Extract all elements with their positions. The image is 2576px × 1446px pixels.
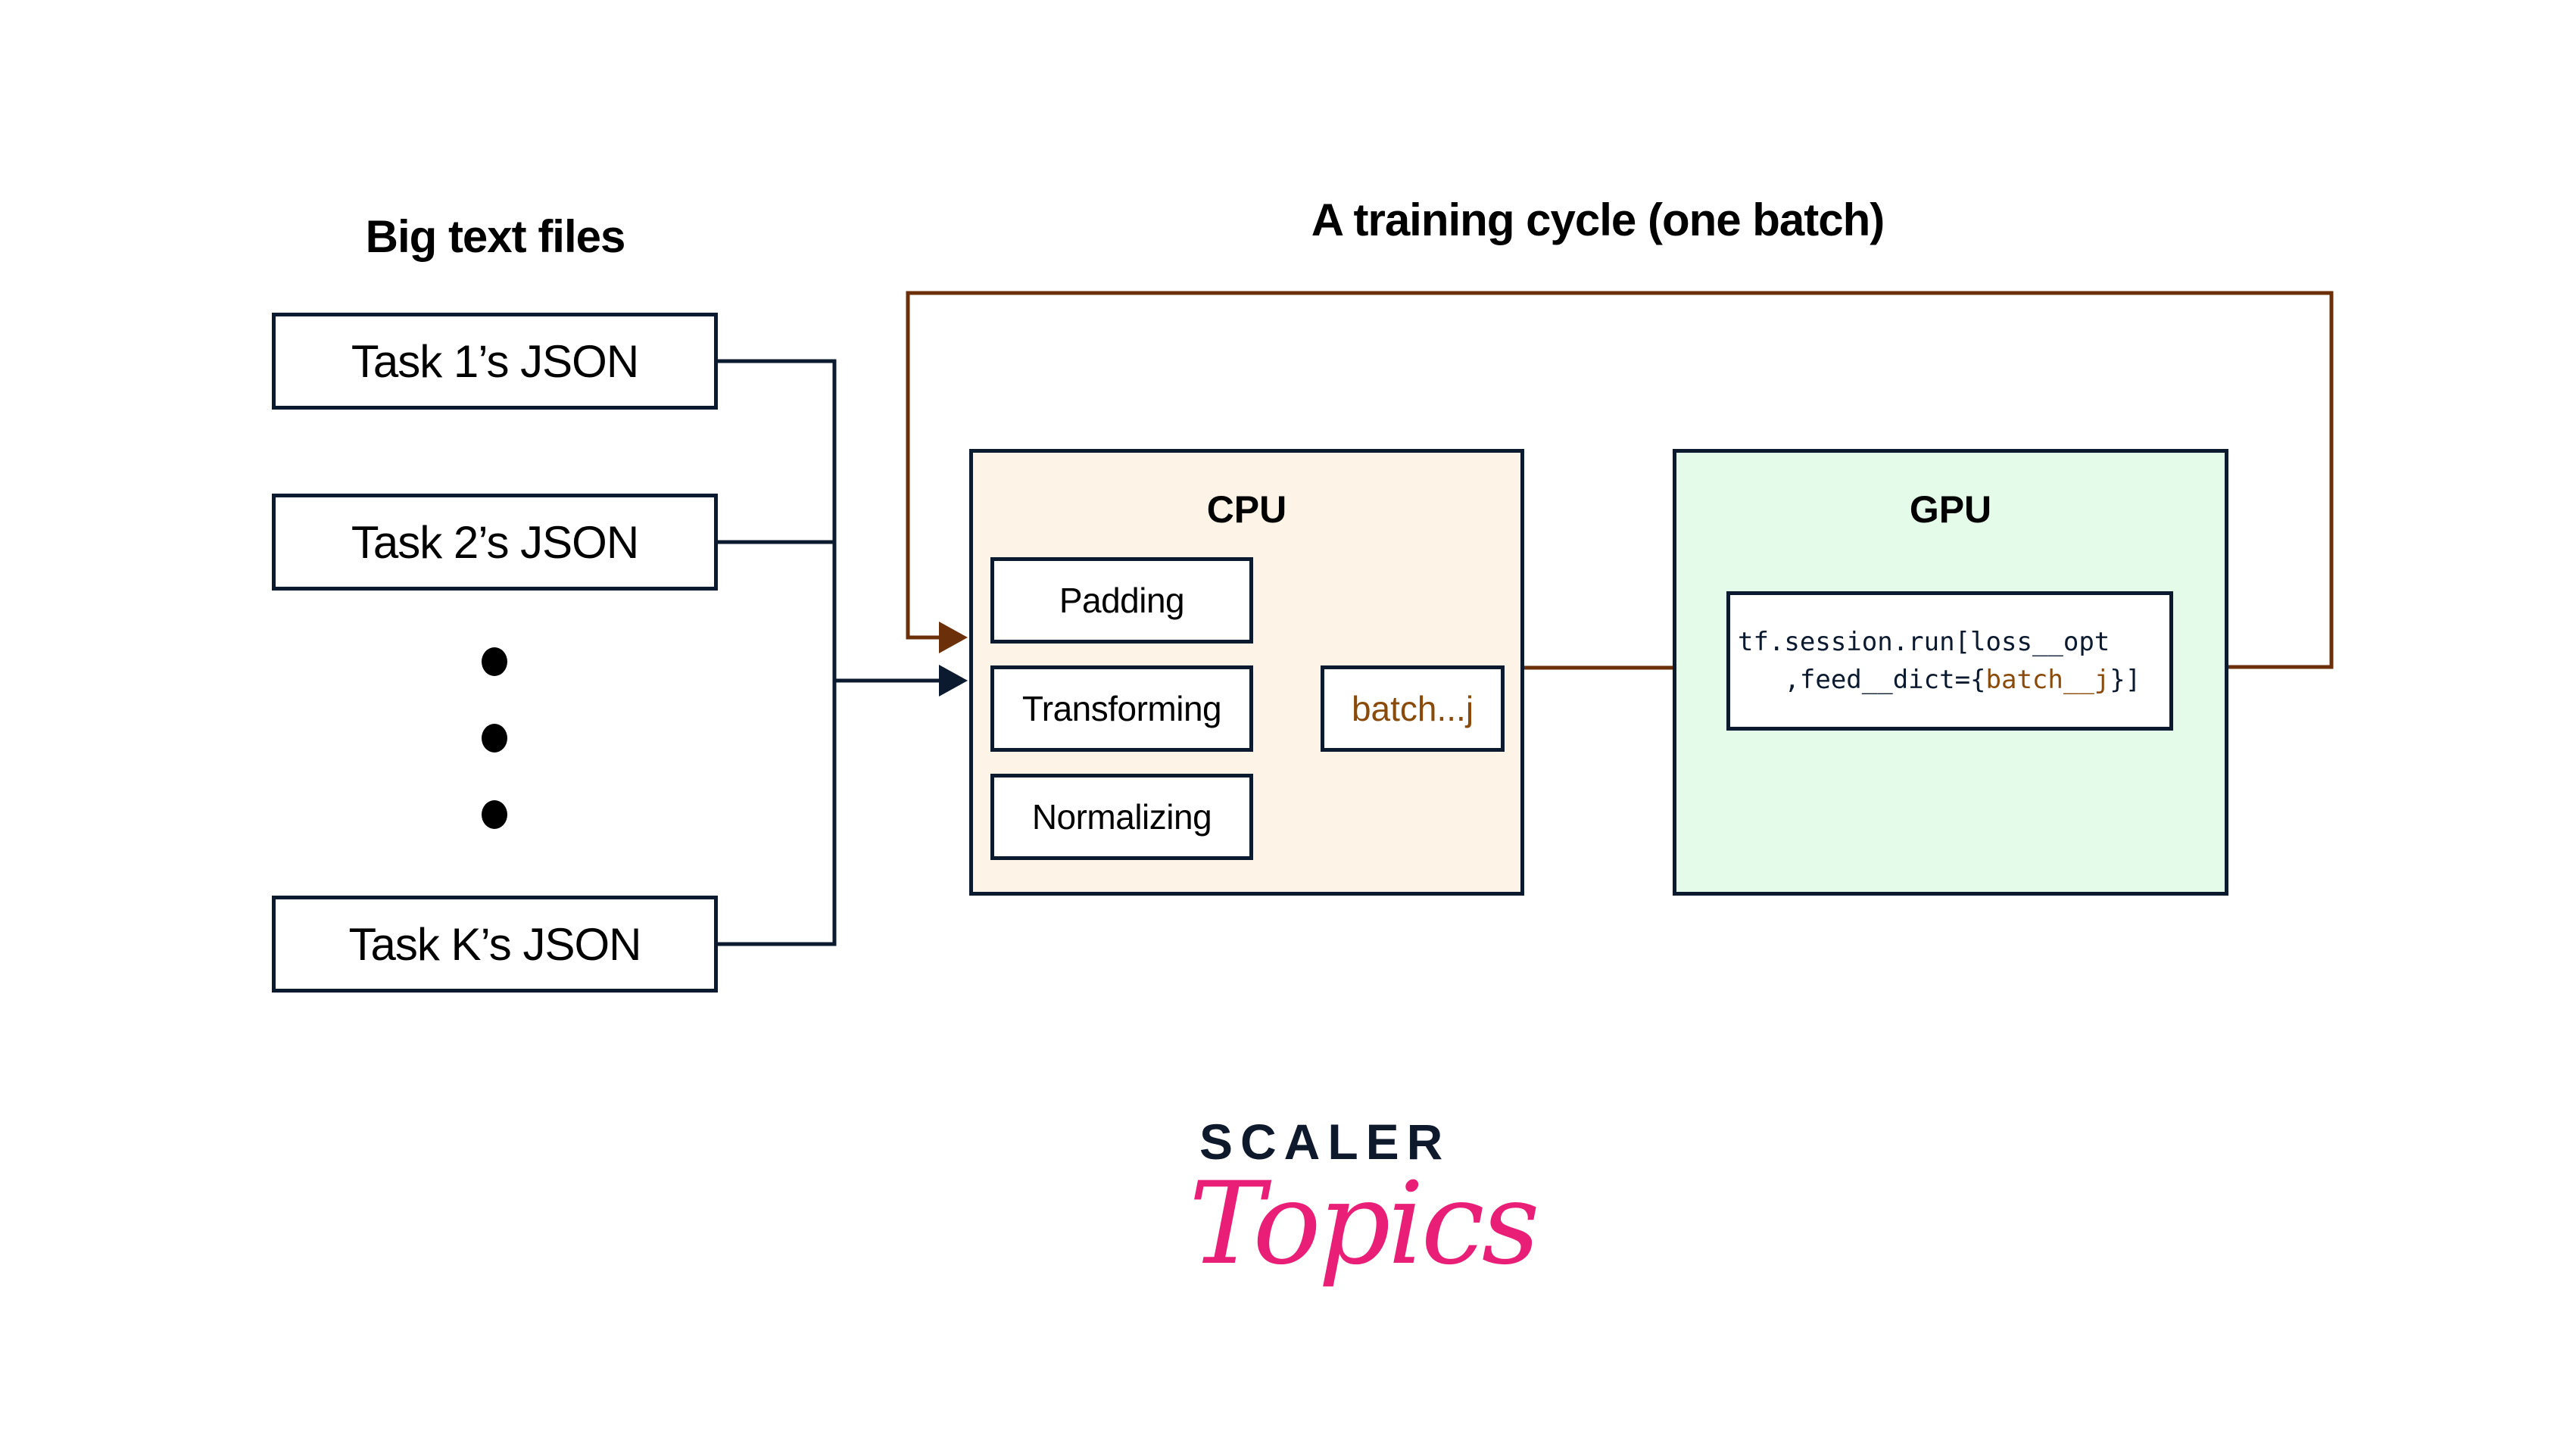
gpu-title: GPU [1909, 488, 1992, 531]
stage-transforming: Transforming [990, 665, 1253, 752]
training-cycle-title: A training cycle (one batch) [1311, 195, 1885, 245]
code-line-1: tf.session.run[loss__opt [1738, 627, 2110, 657]
task-box-2: Task 2’s JSON [272, 494, 718, 591]
code-line-2-suffix: }] [2110, 665, 2141, 695]
connector-task1-to-bus [717, 359, 837, 946]
cpu-title: CPU [1206, 488, 1287, 531]
big-text-files-title: Big text files [365, 211, 626, 262]
ellipsis-dot [482, 800, 507, 829]
batch-label: batch...j [1351, 689, 1474, 728]
stage-padding: Padding [990, 557, 1253, 644]
task-label: Task 1’s JSON [351, 335, 639, 387]
code-line-2-highlight: batch__j [1985, 665, 2110, 695]
stage-normalizing: Normalizing [990, 774, 1253, 860]
code-snippet: tf.session.run[loss__opt ,feed__dict={ba… [1738, 623, 2141, 699]
ellipsis-dot [482, 724, 507, 753]
code-line-2-prefix: ,feed__dict={ [1738, 665, 1986, 695]
logo-scaler-text: SCALER [1199, 1114, 1451, 1170]
task-label: Task K’s JSON [348, 918, 642, 970]
task-label: Task 2’s JSON [351, 516, 639, 568]
task-box-1: Task 1’s JSON [272, 313, 718, 410]
batch-output-box: batch...j [1321, 665, 1505, 752]
task-box-k: Task K’s JSON [272, 896, 718, 993]
stage-label: Padding [1059, 581, 1185, 620]
training-loop-line [906, 291, 2334, 669]
stage-label: Normalizing [1031, 797, 1212, 837]
gpu-code-box: tf.session.run[loss__opt ,feed__dict={ba… [1726, 591, 2173, 731]
scaler-topics-logo: SCALER Topics [1189, 1113, 1540, 1310]
arrowhead-into-cpu [939, 665, 968, 697]
stage-label: Transforming [1021, 689, 1222, 728]
logo-topics-text: Topics [1189, 1158, 1540, 1290]
arrowhead-loop-into-cpu [939, 622, 968, 653]
ellipsis-dot [482, 647, 507, 676]
